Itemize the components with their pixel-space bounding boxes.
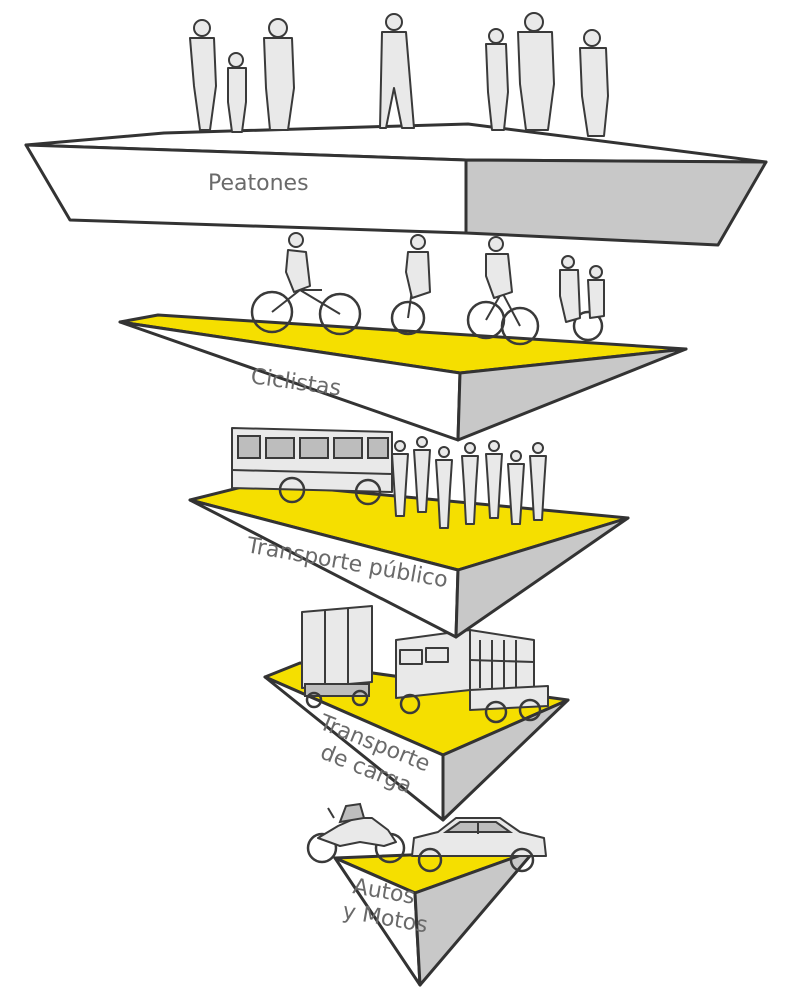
bus-icon xyxy=(231,427,393,506)
level-peatones-side xyxy=(464,158,768,247)
cyclist-3 xyxy=(466,236,540,346)
pedestrians-icon xyxy=(189,12,609,137)
level-ciclistas: Ciclistas xyxy=(118,232,688,442)
level-autos-motos: Autos y Motos xyxy=(306,802,547,987)
motorcycle-icon xyxy=(306,802,406,864)
cyclist-2 xyxy=(390,234,431,336)
level-carga-side xyxy=(441,698,570,822)
level-peatones: Peatones xyxy=(24,12,768,247)
level-peatones-label: Peatones xyxy=(208,171,309,196)
level-ciclistas-side xyxy=(456,347,688,442)
level-transporte-carga: Transporte de carga xyxy=(263,605,570,822)
gas-truck-icon xyxy=(395,629,549,724)
car-icon xyxy=(411,817,547,873)
cyclist-1 xyxy=(250,232,362,336)
level-publico-side xyxy=(454,516,630,639)
cyclist-4 xyxy=(559,255,605,342)
level-autos-motos-side xyxy=(413,848,537,987)
box-truck-icon xyxy=(301,605,373,709)
passengers-icon xyxy=(391,436,547,529)
cyclists-icon xyxy=(250,232,605,346)
level-transporte-publico: Transporte público xyxy=(188,427,630,639)
